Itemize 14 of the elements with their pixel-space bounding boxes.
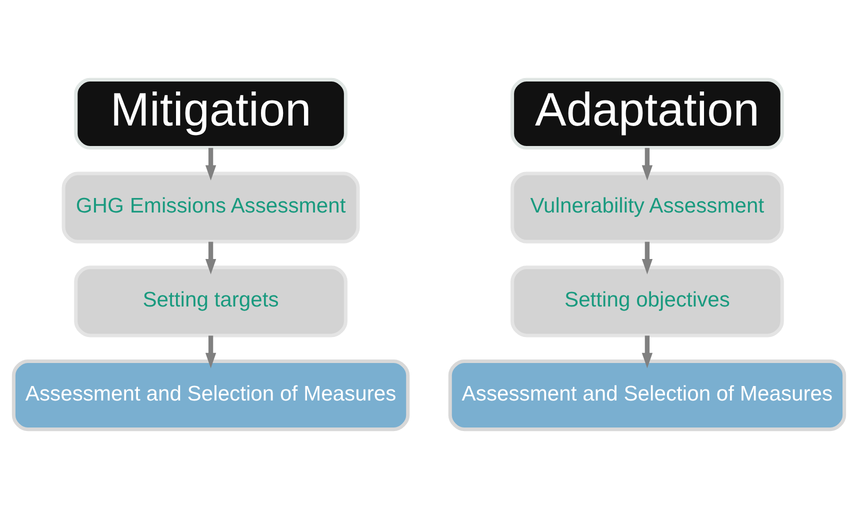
arrow xyxy=(205,147,216,180)
arrow xyxy=(642,241,653,274)
node-box: Assessment and Selection of Measures xyxy=(12,359,410,431)
arrow xyxy=(205,335,216,368)
node-box: Mitigation xyxy=(74,77,348,149)
node-box: Assessment and Selection of Measures xyxy=(448,359,846,431)
node-box: Adaptation xyxy=(510,77,784,149)
arrow xyxy=(642,147,653,180)
node-box: Vulnerability Assessment xyxy=(510,171,784,243)
node-box: GHG Emissions Assessment xyxy=(62,171,360,243)
arrow xyxy=(205,241,216,274)
node-box: Setting objectives xyxy=(510,265,784,337)
node-box: Setting targets xyxy=(74,265,348,337)
arrow xyxy=(642,335,653,368)
